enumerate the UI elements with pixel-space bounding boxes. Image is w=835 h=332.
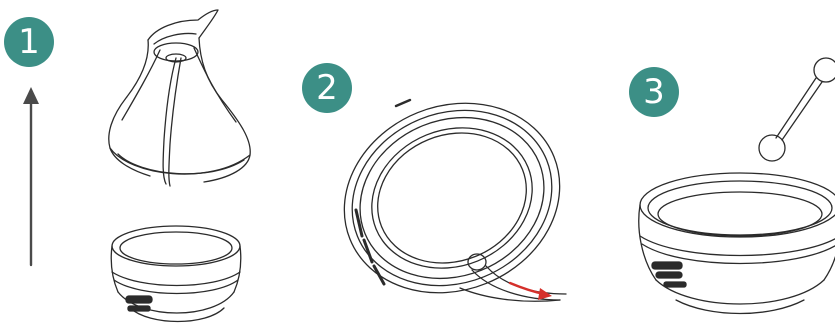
conical-cover-outline bbox=[109, 10, 250, 186]
step-badge-1: 1 bbox=[4, 17, 54, 67]
base-dish-outline bbox=[111, 226, 241, 322]
step-2-illustration bbox=[316, 71, 589, 324]
bowl-base-outline bbox=[639, 173, 835, 314]
step-badge-3: 3 bbox=[629, 67, 679, 117]
tilted-base-ring-outline bbox=[316, 71, 589, 324]
pestle-icon bbox=[759, 58, 835, 161]
step-badge-2: 2 bbox=[302, 63, 352, 113]
arrow-up-icon bbox=[23, 87, 39, 265]
step-1-illustration bbox=[23, 10, 250, 322]
